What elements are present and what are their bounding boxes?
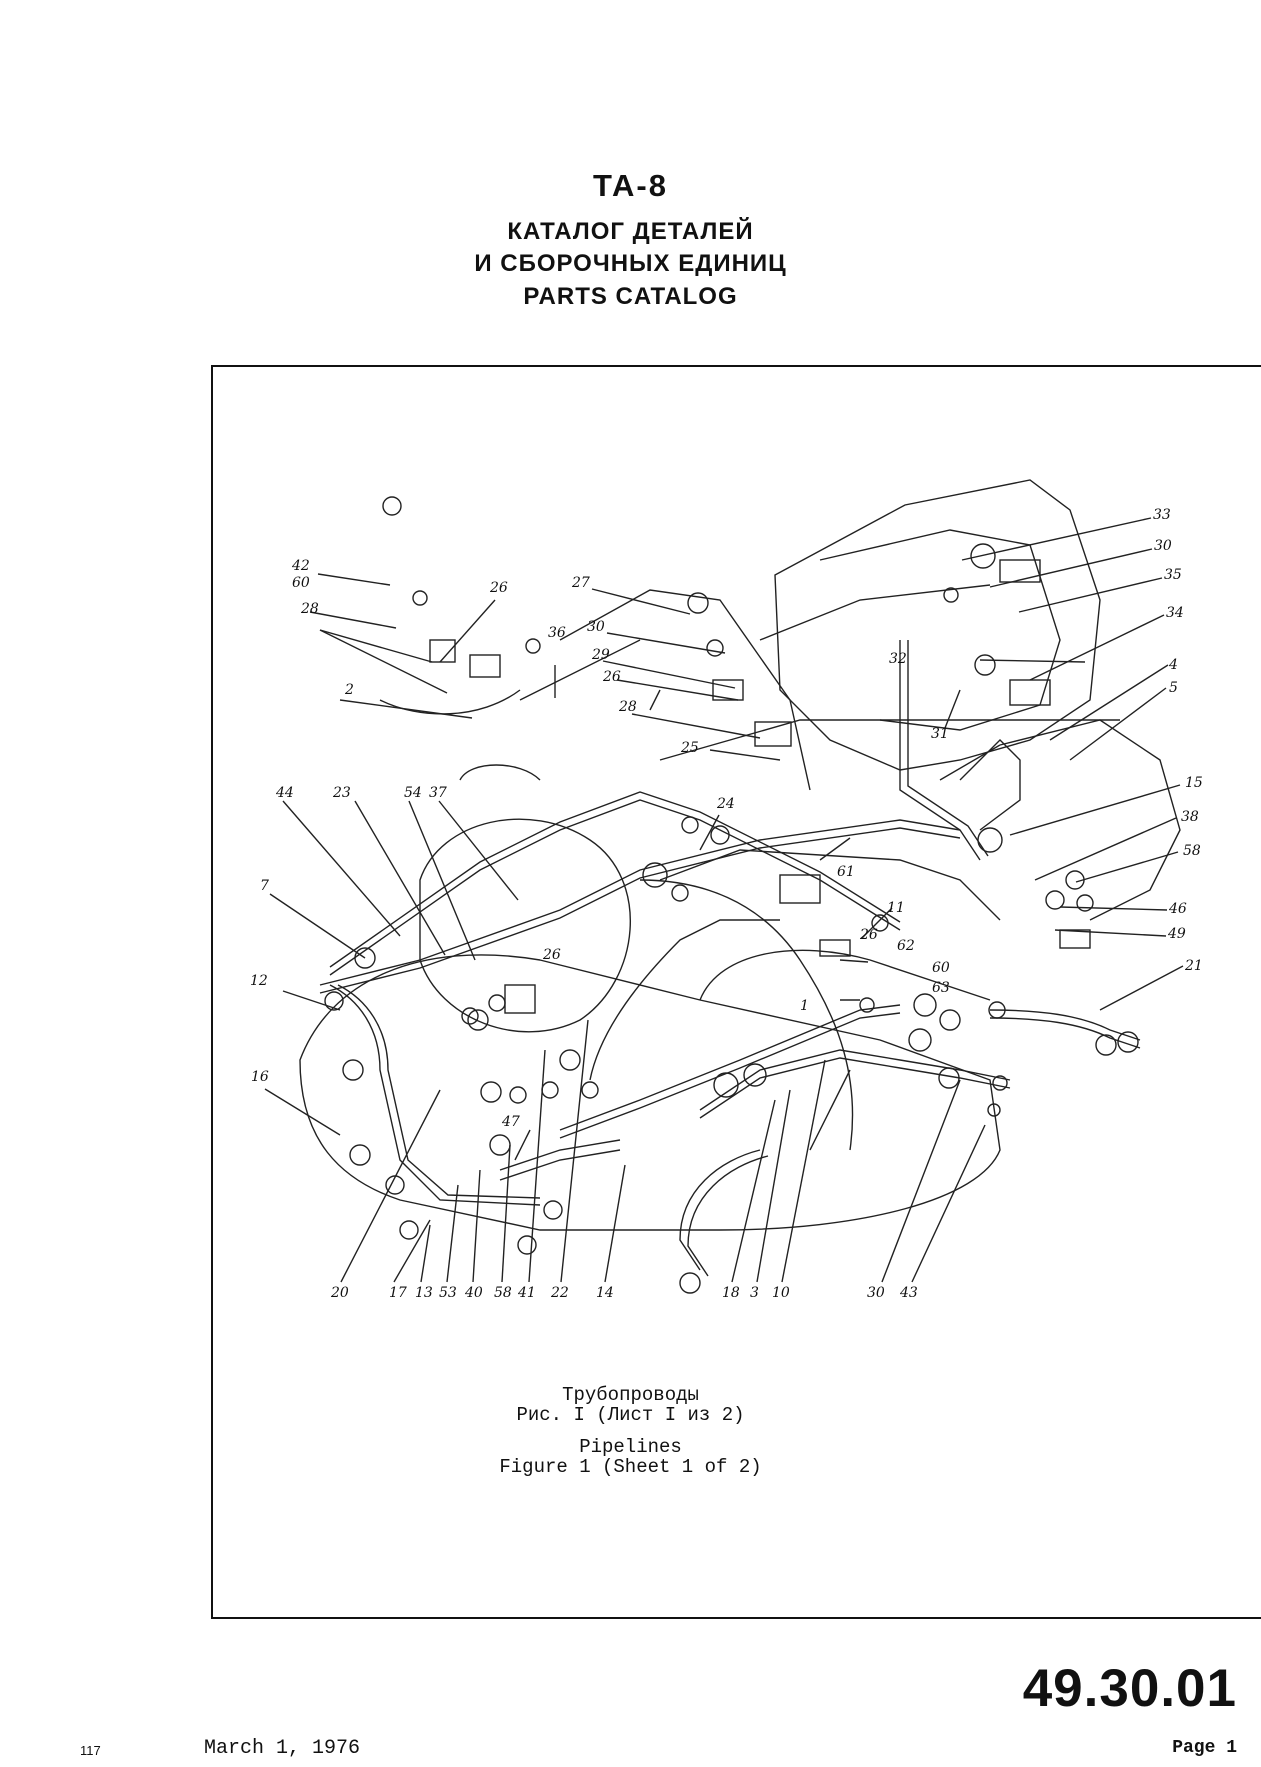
callout-label: 37 [429, 785, 447, 801]
callout-label: 12 [250, 973, 268, 989]
callout-label: 60 [292, 575, 310, 591]
callout-label: 38 [1181, 809, 1199, 825]
callout-label: 58 [1183, 843, 1201, 859]
callout-label: 30 [1154, 538, 1172, 554]
callout-label: 44 [275, 785, 294, 801]
callout-label: 2 [344, 682, 354, 698]
figure-caption-russian-number: Рис. I (Лист I из 2) [516, 1404, 745, 1426]
callout-label: 43 [899, 1285, 918, 1301]
revision-date: March 1, 1976 [204, 1737, 361, 1760]
callout-label: 47 [501, 1114, 520, 1130]
callout-label: 22 [550, 1285, 569, 1301]
callout-label: 11 [887, 900, 905, 916]
section-number: 49.30.01 [1022, 1659, 1237, 1718]
callout-label: 53 [439, 1285, 457, 1301]
callout-label: 24 [716, 796, 735, 812]
callout-label: 63 [932, 980, 950, 996]
callout-label: 46 [1168, 901, 1187, 917]
callout-label: 20 [330, 1285, 349, 1301]
callout-label: 13 [415, 1285, 433, 1301]
callout-label: 7 [260, 878, 269, 894]
callout-label: 30 [867, 1285, 885, 1301]
callout-label: 3 [750, 1285, 759, 1301]
callout-label: 17 [389, 1285, 407, 1301]
figure-caption-english-number: Figure 1 (Sheet 1 of 2) [499, 1456, 762, 1478]
page-label: Page 1 [1172, 1738, 1237, 1758]
callout-label: 33 [1153, 507, 1171, 523]
callout-label: 16 [251, 1069, 269, 1085]
title-russian-line2: И СБОРОЧНЫХ ЕДИНИЦ [474, 250, 787, 277]
callout-label: 35 [1164, 567, 1182, 583]
callout-label: 10 [772, 1285, 790, 1301]
callout-label: 27 [571, 575, 590, 591]
callout-label: 26 [602, 669, 621, 685]
callout-label: 4 [1168, 657, 1178, 673]
callout-label: 26 [859, 927, 878, 943]
callout-label: 25 [680, 740, 699, 756]
callout-label: 62 [897, 938, 915, 954]
figure-caption-english-title: Pipelines [579, 1436, 682, 1458]
callout-label: 5 [1169, 680, 1178, 696]
model-designation: ТА-8 [593, 168, 668, 203]
callout-label: 28 [618, 699, 637, 715]
callout-label: 60 [932, 960, 950, 976]
callout-label: 54 [404, 785, 422, 801]
callout-label: 49 [1167, 926, 1186, 942]
page-number: 117 [80, 1743, 101, 1758]
figure-frame [211, 365, 1261, 1619]
callout-label: 40 [464, 1285, 483, 1301]
callout-label: 28 [300, 601, 319, 617]
callout-label: 42 [291, 558, 310, 574]
callout-label: 58 [494, 1285, 512, 1301]
callout-label: 26 [542, 947, 561, 963]
callout-label: 34 [1166, 605, 1184, 621]
callout-label: 15 [1185, 775, 1203, 791]
callout-label: 30 [587, 619, 605, 635]
callout-label: 14 [596, 1285, 614, 1301]
callout-label: 41 [517, 1285, 536, 1301]
callout-label: 31 [931, 726, 949, 742]
callout-label: 21 [1184, 958, 1203, 974]
callout-label: 18 [722, 1285, 740, 1301]
callout-label: 23 [332, 785, 351, 801]
title-english: PARTS CATALOG [523, 283, 738, 310]
callout-label: 61 [837, 864, 855, 880]
callout-label: 26 [489, 580, 508, 596]
callout-label: 32 [889, 651, 907, 667]
figure-caption-russian-title: Трубопроводы [562, 1384, 699, 1406]
callout-label: 1 [800, 998, 809, 1014]
title-russian-line1: КАТАЛОГ ДЕТАЛЕЙ [507, 218, 754, 245]
callout-label: 29 [591, 647, 610, 663]
callout-label: 36 [548, 625, 566, 641]
